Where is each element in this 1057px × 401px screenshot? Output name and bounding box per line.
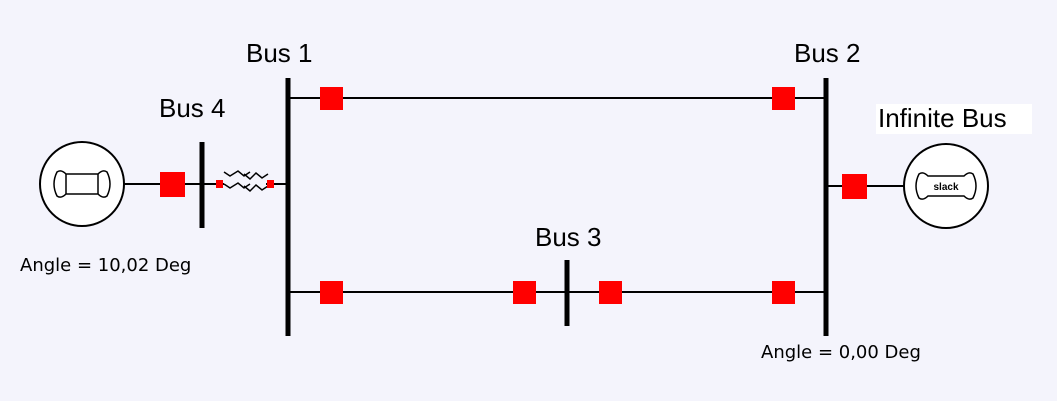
transformer-icon[interactable] <box>223 170 269 193</box>
generator-icon[interactable] <box>39 141 125 227</box>
infinite-bus-label-background <box>876 104 1032 134</box>
transformer-breaker-right[interactable] <box>267 180 274 188</box>
breaker-bus2-bottom[interactable] <box>772 281 795 304</box>
infinite-bus-slack-icon[interactable]: slack <box>903 143 989 229</box>
bus-3-label: Bus 3 <box>535 222 602 252</box>
infinite-bus-angle-label: Angle = 0,00 Deg <box>761 342 921 363</box>
slack-label: slack <box>933 182 958 193</box>
bus-4-angle-label: Angle = 10,02 Deg <box>20 255 191 276</box>
breaker-infinite-bus[interactable] <box>842 174 867 199</box>
transformer-breaker-left[interactable] <box>216 180 223 188</box>
bus-2-label: Bus 2 <box>794 38 861 68</box>
breaker-bus1-top[interactable] <box>320 87 343 110</box>
bus-4-label: Bus 4 <box>159 93 226 123</box>
infinite-bus-label: Infinite Bus <box>878 103 1007 133</box>
breaker-generator[interactable] <box>160 172 185 197</box>
breaker-bus3-left[interactable] <box>513 281 536 304</box>
bus-1-label: Bus 1 <box>246 38 313 68</box>
breaker-bus2-top[interactable] <box>772 87 795 110</box>
breaker-bus3-right[interactable] <box>599 281 622 304</box>
breaker-bus1-bottom[interactable] <box>320 281 343 304</box>
